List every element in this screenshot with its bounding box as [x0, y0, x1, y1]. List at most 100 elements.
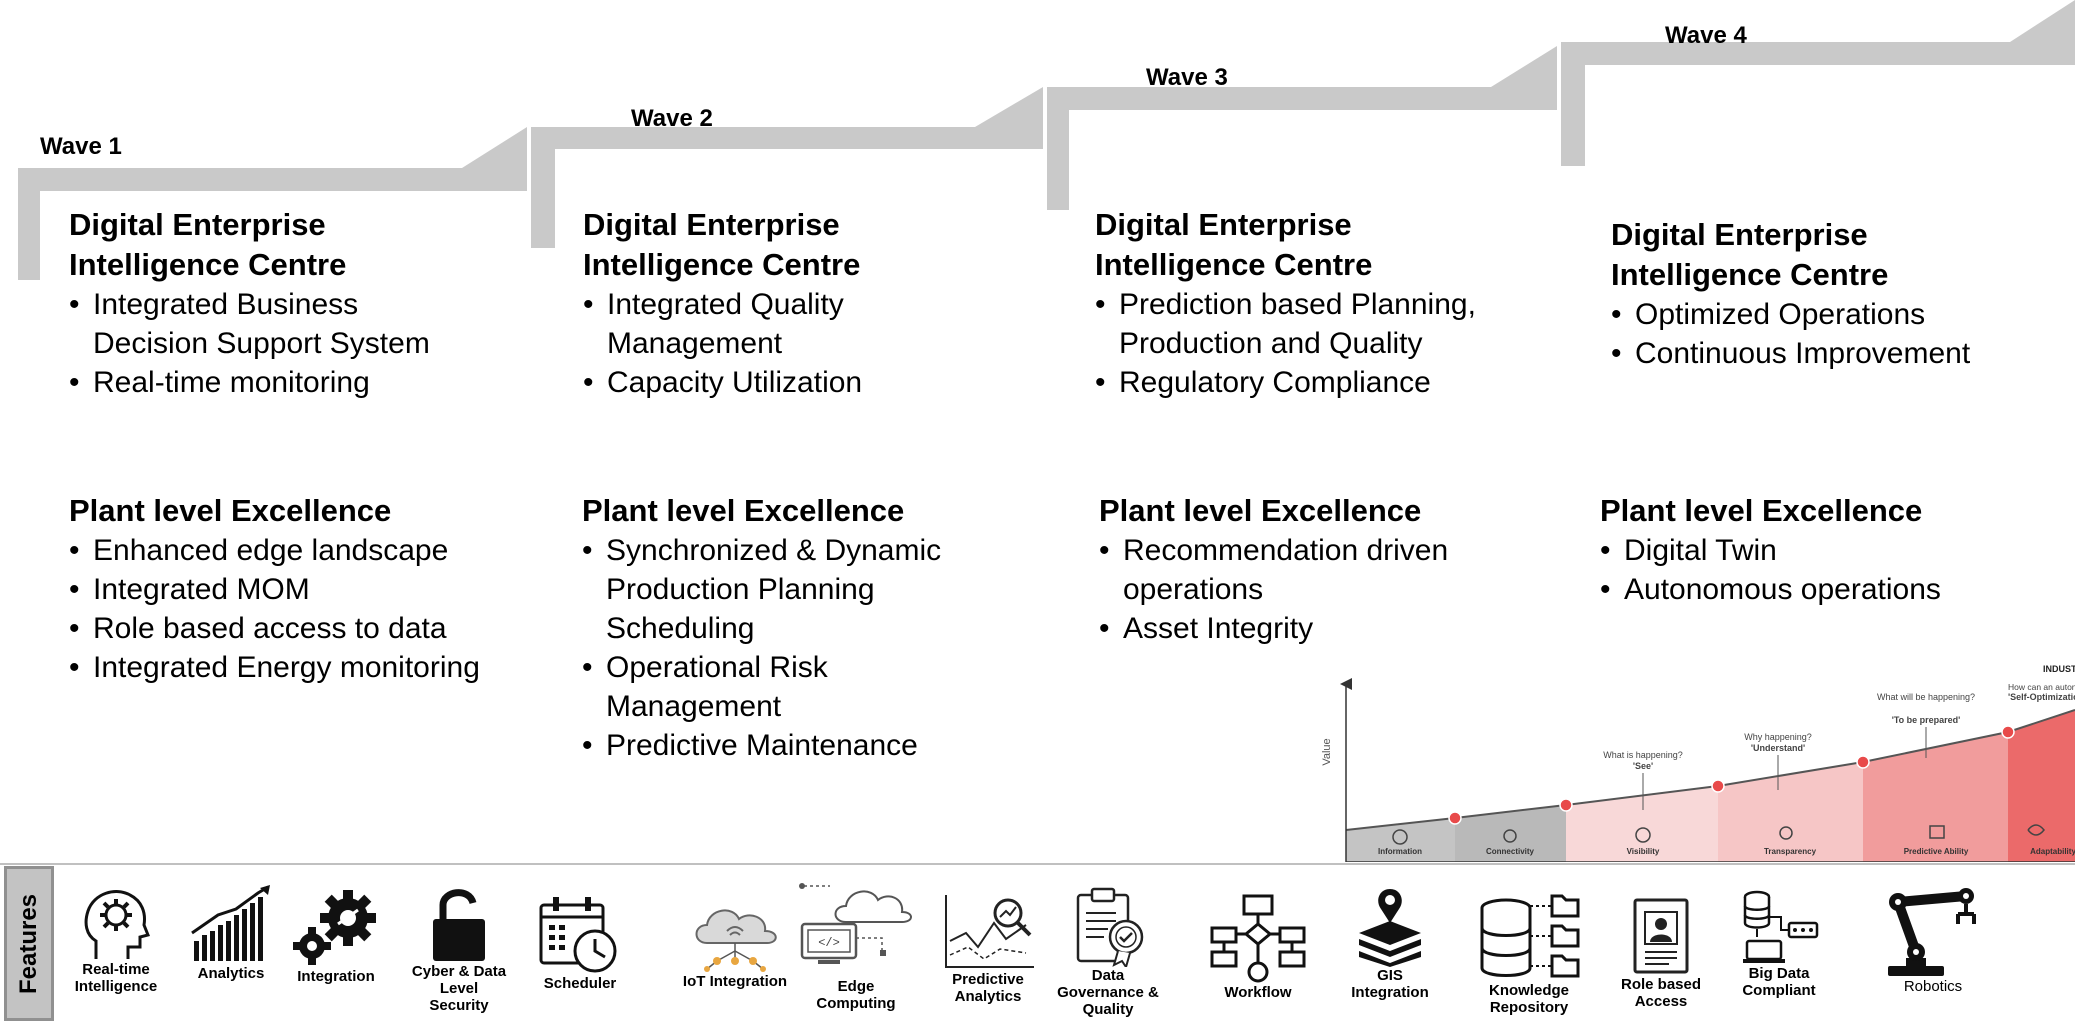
- edge-cloud-icon: </>: [799, 883, 912, 964]
- list-item: Asset Integrity: [1099, 609, 1559, 648]
- stage-5-area: [1863, 732, 2008, 862]
- feature-label: Analytics: [197, 965, 265, 982]
- wave-1-step: [18, 168, 527, 191]
- wave-4-plant-section: Plant level Excellence Digital Twin Auto…: [1600, 491, 2070, 609]
- stage-4-area: [1718, 762, 1863, 862]
- svg-text:</>: </>: [818, 936, 840, 950]
- question-label: How can an autonomous reaction take plac…: [2008, 682, 2075, 692]
- list-item: Real-time monitoring: [69, 363, 519, 402]
- list-item: Continuous Improvement: [1611, 334, 2071, 373]
- question-tag: 'See': [1633, 761, 1653, 771]
- feature-workflow: Workflow: [1203, 894, 1313, 1001]
- feature-analytics: Analytics: [186, 885, 276, 982]
- stage-1-area: [1346, 818, 1455, 862]
- list-item: Regulatory Compliance: [1095, 363, 1565, 402]
- y-axis-label: Value: [1321, 738, 1333, 765]
- wave-3-title: Wave 3: [1146, 64, 1228, 91]
- question-label: What will be happening?: [1877, 692, 1975, 702]
- list-item: Integrated Energy monitoring: [69, 648, 539, 687]
- wave-staircase: [18, 0, 2075, 280]
- connectivity-icon: [1503, 829, 1517, 843]
- list-item: Integrated MOM: [69, 570, 539, 609]
- padlock-icon: [433, 889, 485, 961]
- feature-iot-integration: IoT Integration: [676, 903, 794, 990]
- question-tag: 'Self-Optimization': [2008, 692, 2075, 702]
- feature-scheduler: Scheduler: [530, 895, 630, 992]
- predictive-icon: [1929, 825, 1945, 839]
- list-item: Enhanced edge landscape: [69, 531, 539, 570]
- wave-3-ramp: [1491, 46, 1557, 87]
- wave-3-step: [1047, 87, 1557, 110]
- stage-node: [1711, 779, 1725, 793]
- list-item: Role based access to data: [69, 609, 539, 648]
- wave-1-riser: [18, 168, 40, 280]
- wave-2-title: Wave 2: [631, 105, 713, 132]
- section-heading: Plant level Excellence: [69, 493, 392, 528]
- list-item: Capacity Utilization: [583, 363, 1033, 402]
- section-heading: Plant level Excellence: [582, 493, 905, 528]
- wave-4-ramp: [2010, 0, 2075, 42]
- visibility-icon: [1635, 827, 1651, 843]
- bullet-list: Prediction based Planning,Production and…: [1095, 285, 1565, 402]
- gears-icon: [293, 890, 376, 965]
- database-folders-icon: [1480, 894, 1580, 978]
- analytics-icon: [191, 885, 270, 961]
- wave-2-plant-section: Plant level Excellence Synchronized & Dy…: [582, 491, 1052, 765]
- list-item: Autonomous operations: [1600, 570, 2070, 609]
- wave-4-step: [1561, 42, 2075, 65]
- feature-integration: Integration: [288, 888, 384, 985]
- bullet-list: Digital Twin Autonomous operations: [1600, 531, 2070, 609]
- features-bar-frame: [0, 863, 2075, 865]
- wave-2-step: [531, 127, 1043, 149]
- stage-6-area: [2008, 710, 2075, 862]
- wave-2-ramp: [975, 87, 1043, 127]
- info-icon: [1392, 829, 1408, 845]
- workflow-icon: [1210, 894, 1306, 983]
- features-tab-label: Features: [15, 893, 42, 994]
- map-layers-icon: [1359, 889, 1421, 967]
- wave-3-plant-section: Plant level Excellence Recommendation dr…: [1099, 491, 1559, 648]
- industry-label: INDUSTRY: [2043, 664, 2075, 674]
- stage-node: [1856, 755, 1870, 769]
- brain-gear-icon: [84, 890, 150, 959]
- list-item: Prediction based Planning,Production and…: [1095, 285, 1565, 363]
- feature-robotics: Robotics: [1868, 882, 1998, 995]
- wave-3-riser: [1047, 87, 1069, 210]
- transparency-icon: [1779, 826, 1793, 840]
- list-item: Digital Twin: [1600, 531, 2070, 570]
- stage-label: Predictive Ability: [1904, 847, 1969, 856]
- stage-2-area: [1455, 805, 1566, 862]
- stage-label: Transparency: [1764, 847, 1817, 856]
- stage-label: Connectivity: [1486, 847, 1535, 856]
- feature-label: Robotics: [1903, 978, 1963, 995]
- clipboard-badge-icon: [1076, 887, 1144, 967]
- cloud-network-icon: [695, 909, 777, 972]
- stage-label: Visibility: [1627, 847, 1660, 856]
- adaptability-icon: [2027, 824, 2045, 836]
